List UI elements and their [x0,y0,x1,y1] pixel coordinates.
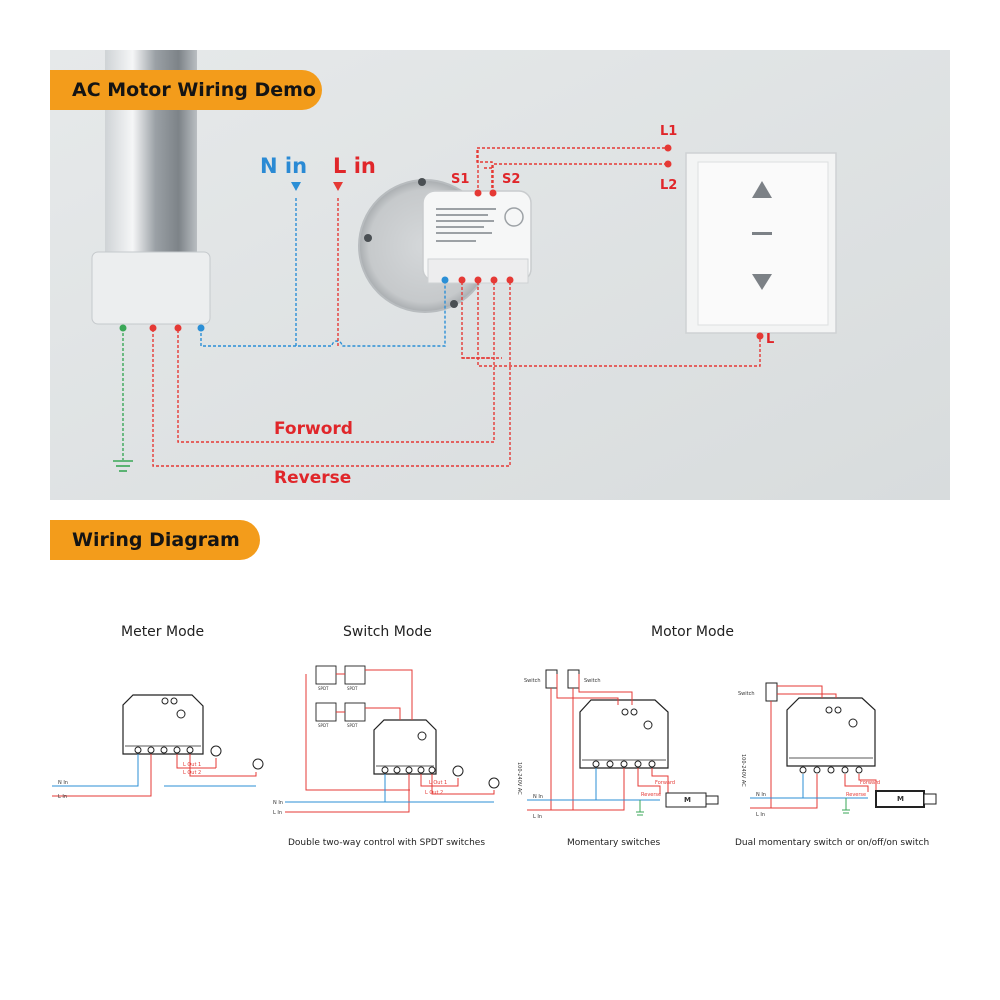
meter-mode-title: Meter Mode [121,624,205,640]
switch-diagram: SPDT SPDT SPDT SPDT N In L In L Out 1 L Out … [273,665,500,816]
demo-illustration [50,50,950,500]
svg-text:Reverse: Reverse [641,792,661,798]
s2-label: S2 [502,172,521,187]
reverse-label: Reverse [274,468,352,488]
s1-label: S1 [451,172,470,187]
svg-text:100-240V AC: 100-240V AC [740,754,746,787]
meter-diagram: N In L In L Out 1 L Out 2 [52,694,264,800]
wiring-demo-photo: N in L in S1 S2 L1 L2 L Forword Reverse [50,50,950,500]
reverse-terminal [149,324,157,332]
svg-text:Reverse: Reverse [846,792,866,798]
svg-text:SPDT: SPDT [347,723,358,728]
n-in-arrow-icon [291,182,301,191]
svg-text:SPDT: SPDT [347,686,358,691]
svg-text:N In: N In [533,794,543,800]
svg-text:Switch: Switch [584,678,601,684]
svg-text:L In: L In [273,810,282,816]
forward-label: Forword [274,419,353,439]
svg-text:M: M [897,795,904,803]
l-in-arrow-icon [333,182,343,191]
earth-terminal [119,324,127,332]
switch-mode-title: Switch Mode [343,624,432,640]
svg-text:L Out 1: L Out 1 [429,780,447,786]
ground-icon [113,460,133,472]
svg-text:L In: L In [756,812,765,818]
svg-text:L In: L In [58,794,67,800]
svg-text:L Out 1: L Out 1 [183,762,201,768]
neutral-terminal [197,324,205,332]
dual-caption: Dual momentary switch or on/off/on switc… [735,838,930,848]
motor-end-cap [91,251,211,325]
svg-text:Forward: Forward [860,780,880,786]
up-arrow-icon [752,181,772,198]
down-arrow-icon [752,274,772,290]
l-label: L [766,332,775,347]
svg-text:Switch: Switch [738,691,755,697]
svg-text:L Out 2: L Out 2 [183,770,201,776]
l1-label: L1 [660,124,678,139]
forward-terminal [174,324,182,332]
n-in-label: N in [260,154,308,178]
svg-text:M: M [684,796,691,804]
motor-dual-diagram: Switch M N In L In Forward Reverse 100-24… [738,682,937,818]
svg-text:N In: N In [273,800,283,806]
switch-mode-caption: Double two-way control with SPDT switche… [288,838,486,848]
line-wires [152,147,761,467]
stop-dash-icon [752,232,772,235]
motor-mode-title: Motor Mode [651,624,735,640]
svg-text:Forward: Forward [655,780,675,786]
svg-text:Switch: Switch [524,678,541,684]
l2-label: L2 [660,178,678,193]
svg-text:L In: L In [533,814,542,820]
svg-text:100-240V AC: 100-240V AC [516,762,522,795]
neutral-wire [200,198,446,347]
svg-text:N In: N In [58,780,68,786]
svg-text:N In: N In [756,792,766,798]
l-in-label: L in [333,154,376,178]
demo-title-banner: AC Motor Wiring Demo [50,70,322,110]
svg-text:L Out 2: L Out 2 [425,790,443,796]
momentary-caption: Momentary switches [567,838,661,848]
diagram-title-banner: Wiring Diagram [50,520,260,560]
svg-text:SPDT: SPDT [318,686,329,691]
svg-text:SPDT: SPDT [318,723,329,728]
